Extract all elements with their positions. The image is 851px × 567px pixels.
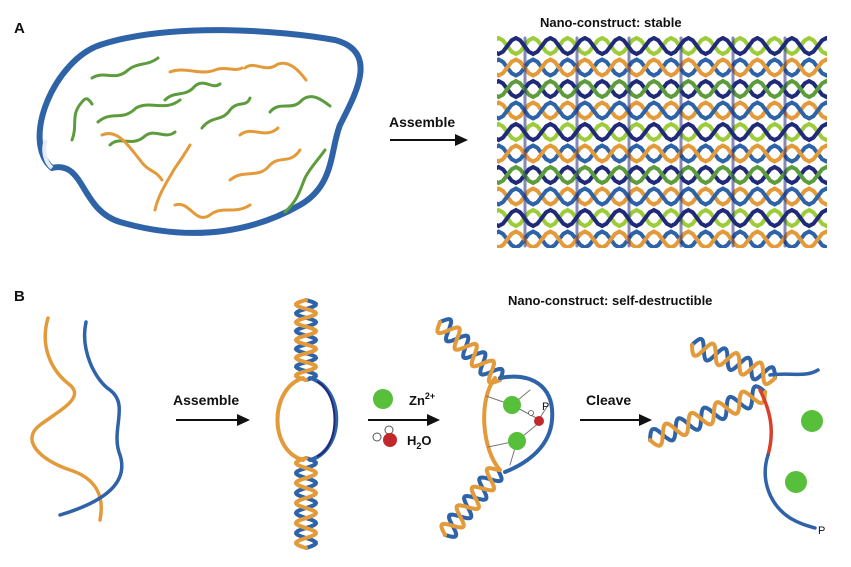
- helix-strand: [497, 121, 827, 143]
- helix-strand: [648, 384, 767, 443]
- helix-strand: [497, 57, 827, 78]
- helix-strand: [690, 336, 777, 382]
- lattice-helices: [497, 36, 827, 248]
- catalytic-complex: [435, 317, 555, 539]
- orange-single-strand: [30, 316, 103, 522]
- zinc-label: Zn2+: [409, 391, 435, 408]
- product-tail-red: [758, 388, 774, 457]
- zinc-ion-released-1: [801, 410, 823, 432]
- zinc-ion-released-2: [785, 471, 807, 493]
- complex-loop-orange: [482, 376, 502, 472]
- zinc-charge: 2+: [425, 391, 435, 401]
- water-subscript: 2: [416, 441, 421, 451]
- helix-strand: [497, 186, 827, 207]
- complex-bottom-helix: [439, 466, 504, 539]
- phosphate-label-complex: P: [542, 401, 549, 413]
- strand: [283, 148, 327, 214]
- compartment-outline: [36, 27, 364, 236]
- product-tail-blue-long: [763, 453, 817, 530]
- panel-a-assemble-label: Assemble: [389, 114, 455, 130]
- loop-left-strand: [275, 376, 305, 462]
- reagent-arrow-head: [427, 414, 440, 426]
- water-hydrogen-bound: [528, 410, 534, 416]
- water-oxygen-bound: [534, 416, 544, 426]
- water-label: H2O: [407, 433, 432, 451]
- product-top-helix: [690, 336, 777, 387]
- cleaved-products: [648, 336, 820, 530]
- strand: [268, 95, 332, 114]
- strand: [238, 126, 280, 137]
- cleave-arrow-head: [639, 414, 652, 426]
- complex-loop-blue: [498, 374, 555, 474]
- duplex-top-helix: [293, 298, 319, 382]
- complex-top-helix: [435, 317, 505, 385]
- panel-b-assemble-arrow-head: [237, 414, 250, 426]
- helix-strand: [648, 389, 767, 448]
- product-bottom-helix: [648, 384, 767, 448]
- zinc-ion-bound-2: [508, 432, 526, 450]
- zinc-ion-icon: [373, 389, 393, 409]
- strand: [228, 148, 302, 182]
- helix-strand: [443, 468, 504, 539]
- strand: [153, 143, 192, 212]
- strand: [200, 96, 252, 130]
- product-tail-blue: [768, 368, 820, 377]
- strand: [163, 81, 222, 102]
- panel-a-title: Nano-construct: stable: [540, 15, 682, 30]
- helix-strand: [439, 466, 500, 537]
- blue-single-strand: [58, 320, 124, 517]
- panel-a-arrow-head: [455, 134, 468, 146]
- zinc-ion-bound-1: [503, 396, 521, 414]
- water-molecule-icon: [372, 425, 397, 447]
- strand: [96, 98, 182, 124]
- helix-strand: [293, 456, 319, 550]
- helix-strand: [497, 36, 827, 57]
- compartment-highlight: [42, 139, 54, 170]
- loop-right-strand-dark: [317, 381, 336, 457]
- helix-strand: [497, 100, 827, 121]
- panel-b-assemble-label: Assemble: [173, 392, 239, 408]
- strand: [90, 56, 160, 80]
- dna-lattice: [497, 36, 827, 248]
- helix-strand: [497, 143, 827, 164]
- duplex-bottom-helix: [293, 456, 319, 550]
- cleave-label: Cleave: [586, 392, 631, 408]
- single-strands-group: [70, 56, 332, 219]
- panel-a-label: A: [14, 20, 25, 37]
- helix-strand: [435, 320, 502, 385]
- separate-strands: [30, 316, 124, 522]
- phosphate-label-product: P: [818, 525, 825, 537]
- helix-strand: [293, 456, 319, 550]
- helix-strand: [497, 229, 827, 248]
- helix-strand: [293, 298, 319, 382]
- green-strands: [70, 56, 332, 214]
- helix-strand: [497, 164, 827, 186]
- assembled-duplex: [275, 298, 339, 550]
- helix-strand: [497, 207, 827, 229]
- orange-strands: [100, 61, 308, 219]
- strand: [100, 132, 164, 182]
- helix-strand: [497, 78, 827, 100]
- helix-strand: [293, 298, 319, 382]
- strand: [173, 202, 252, 219]
- strand: [168, 66, 244, 74]
- strand: [70, 97, 94, 142]
- strand: [243, 61, 308, 82]
- loop-right-strand: [308, 376, 339, 462]
- helix-strand: [690, 341, 777, 387]
- panel-b-title: Nano-construct: self-destructible: [508, 293, 712, 308]
- panel-b-label: B: [14, 288, 25, 305]
- strand: [108, 130, 177, 147]
- helix-strand: [438, 317, 505, 382]
